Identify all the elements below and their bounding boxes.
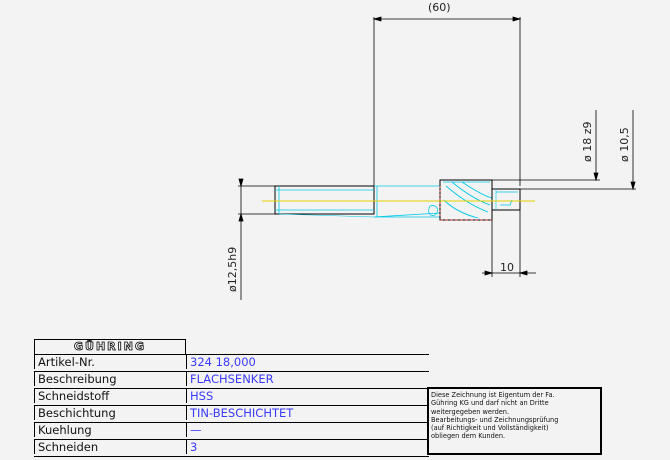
cutter-diameter-dimension bbox=[492, 110, 600, 182]
pilot-diameter-dimension bbox=[520, 110, 636, 191]
shank-diameter-dimension bbox=[238, 178, 275, 300]
overall-length-label: (60) bbox=[428, 1, 451, 14]
notice-line: weitergegeben werden. bbox=[431, 407, 510, 416]
row-label: Schneiden bbox=[34, 439, 186, 454]
row-value: 3 bbox=[186, 439, 429, 454]
notice-line: Diese Zeichnung ist Eigentum der Fa. bbox=[431, 391, 555, 399]
row-value: FLACHSENKER bbox=[186, 371, 429, 386]
notice-line: (auf Richtigkeit und Vollständigkeit) bbox=[431, 424, 549, 433]
row-value: — bbox=[186, 422, 429, 437]
row-value: 324 18,000 bbox=[186, 354, 429, 369]
title-block: GÜHRING Artikel-Nr. 324 18,000 Beschreib… bbox=[34, 339, 429, 457]
ownership-notice: Diese Zeichnung ist Eigentum der Fa. Güh… bbox=[427, 387, 602, 455]
row-value: TIN-BESCHICHTET bbox=[186, 405, 429, 420]
row-label: Artikel-Nr. bbox=[34, 354, 186, 369]
pilot bbox=[491, 188, 521, 211]
row-label: Schneidstoff bbox=[34, 388, 186, 403]
row-label: Beschreibung bbox=[34, 371, 186, 386]
title-block-bottom-border bbox=[34, 456, 429, 457]
row-label: Beschichtung bbox=[34, 405, 186, 420]
row-label: Kuehlung bbox=[34, 422, 186, 437]
notice-line: obliegen dem Kunden. bbox=[431, 432, 506, 441]
brand-logo: GÜHRING bbox=[34, 339, 186, 354]
notice-line: Bearbeitungs- und Zeichnungsprüfung bbox=[431, 415, 559, 424]
notice-line: Gühring KG und darf nicht an Dritte bbox=[431, 399, 549, 408]
pilot-length-dimension bbox=[482, 210, 536, 277]
pilot-diameter-label: ø 10,5 bbox=[618, 127, 631, 162]
overall-length-dimension bbox=[372, 16, 522, 186]
shank-diameter-label: ø12,5h9 bbox=[226, 247, 239, 292]
cutter-head bbox=[428, 179, 493, 221]
pilot-length-label: 10 bbox=[500, 261, 514, 274]
cutter-diameter-label: ø 18 z9 bbox=[581, 122, 594, 163]
row-value: HSS bbox=[186, 388, 429, 403]
shank bbox=[274, 185, 375, 218]
